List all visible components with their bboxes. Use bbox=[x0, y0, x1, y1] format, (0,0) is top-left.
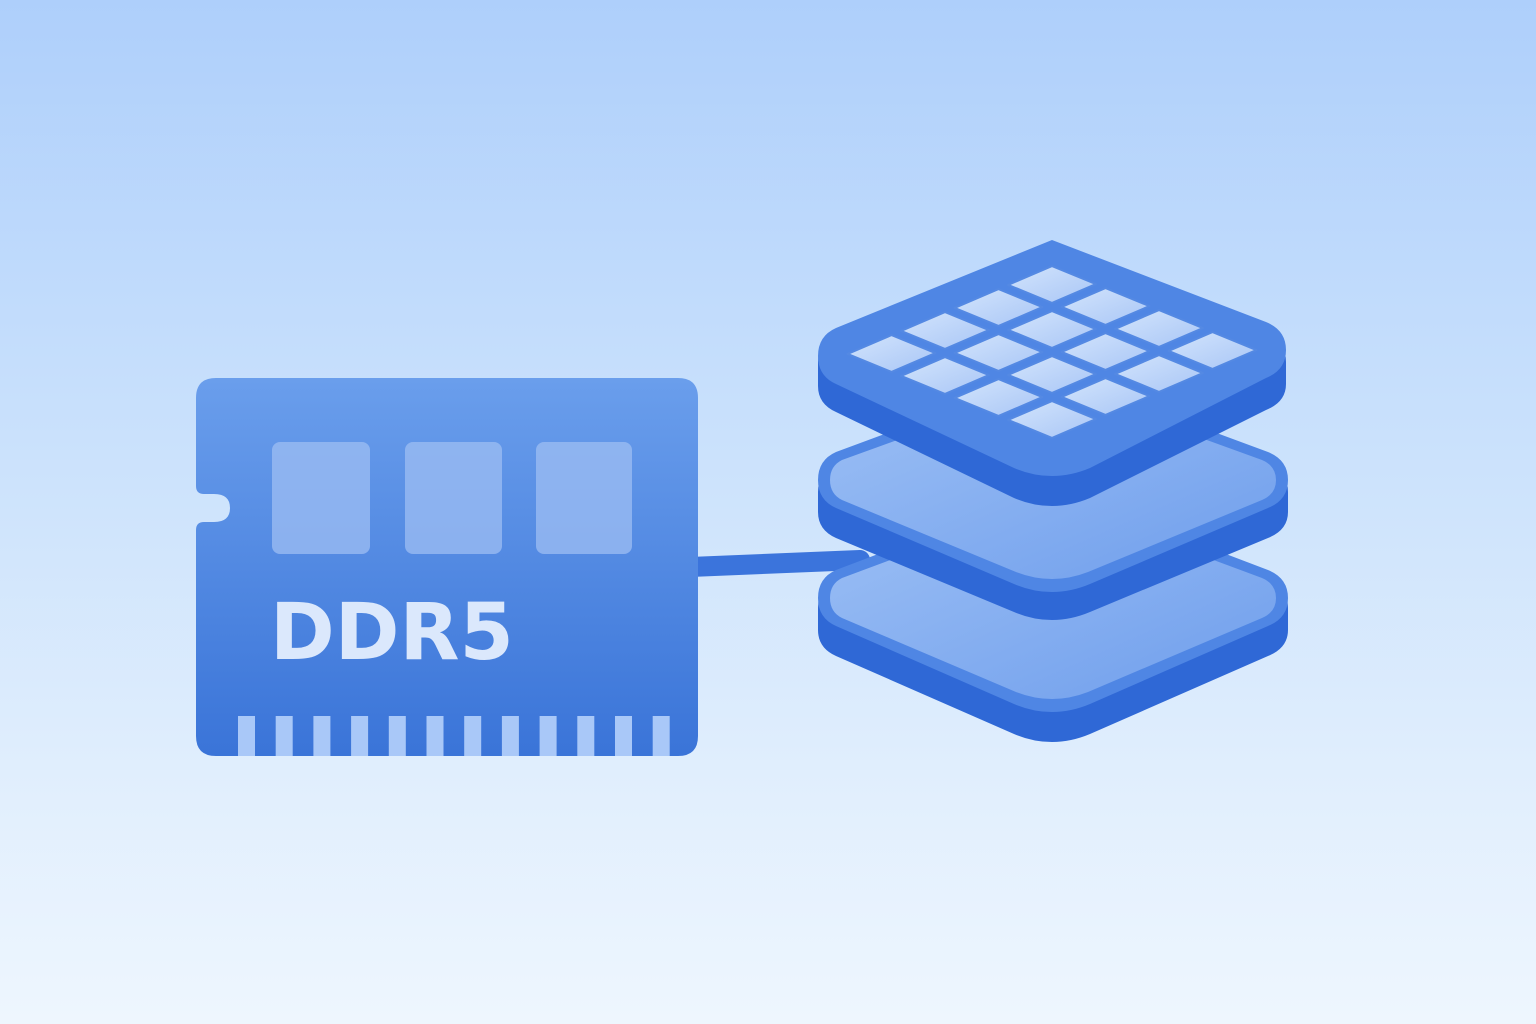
memory-chip bbox=[536, 442, 632, 554]
grid-cell bbox=[1167, 331, 1258, 370]
memory-module: DDR5 bbox=[196, 378, 698, 756]
grid-cell bbox=[1114, 354, 1204, 393]
module-label: DDR5 bbox=[270, 588, 514, 678]
grid-cell bbox=[953, 333, 1044, 372]
grid-cell bbox=[1007, 400, 1097, 439]
module-pin bbox=[388, 716, 406, 756]
memory-chip bbox=[272, 442, 370, 554]
grid-cell bbox=[1060, 332, 1151, 371]
grid-cell bbox=[953, 288, 1044, 327]
grid-cell bbox=[846, 334, 937, 373]
module-pins bbox=[238, 716, 670, 756]
grid-cell bbox=[1007, 265, 1097, 304]
module-pin bbox=[539, 716, 557, 756]
module-pin bbox=[615, 716, 632, 756]
module-pin bbox=[652, 716, 670, 756]
grid-cell bbox=[1007, 310, 1097, 349]
module-pin bbox=[351, 716, 369, 756]
module-pin bbox=[501, 716, 519, 756]
grid-cell bbox=[1060, 377, 1151, 416]
grid-cell bbox=[900, 311, 990, 350]
grid-cell bbox=[1060, 287, 1151, 326]
module-pin bbox=[464, 716, 482, 756]
module-pin bbox=[313, 716, 331, 756]
grid-cell bbox=[953, 378, 1044, 417]
connector-line bbox=[680, 550, 870, 577]
memory-chip bbox=[405, 442, 502, 554]
memory-stack bbox=[818, 240, 1288, 742]
module-board bbox=[196, 378, 698, 756]
stack-layer-top bbox=[818, 240, 1286, 506]
grid-cell bbox=[1114, 309, 1204, 348]
grid-cell bbox=[1007, 355, 1097, 394]
module-pin bbox=[577, 716, 595, 756]
top-layer-grid bbox=[846, 265, 1258, 439]
module-pin bbox=[426, 716, 444, 756]
module-pin bbox=[238, 716, 255, 756]
module-pin bbox=[275, 716, 293, 756]
grid-cell bbox=[900, 356, 990, 395]
